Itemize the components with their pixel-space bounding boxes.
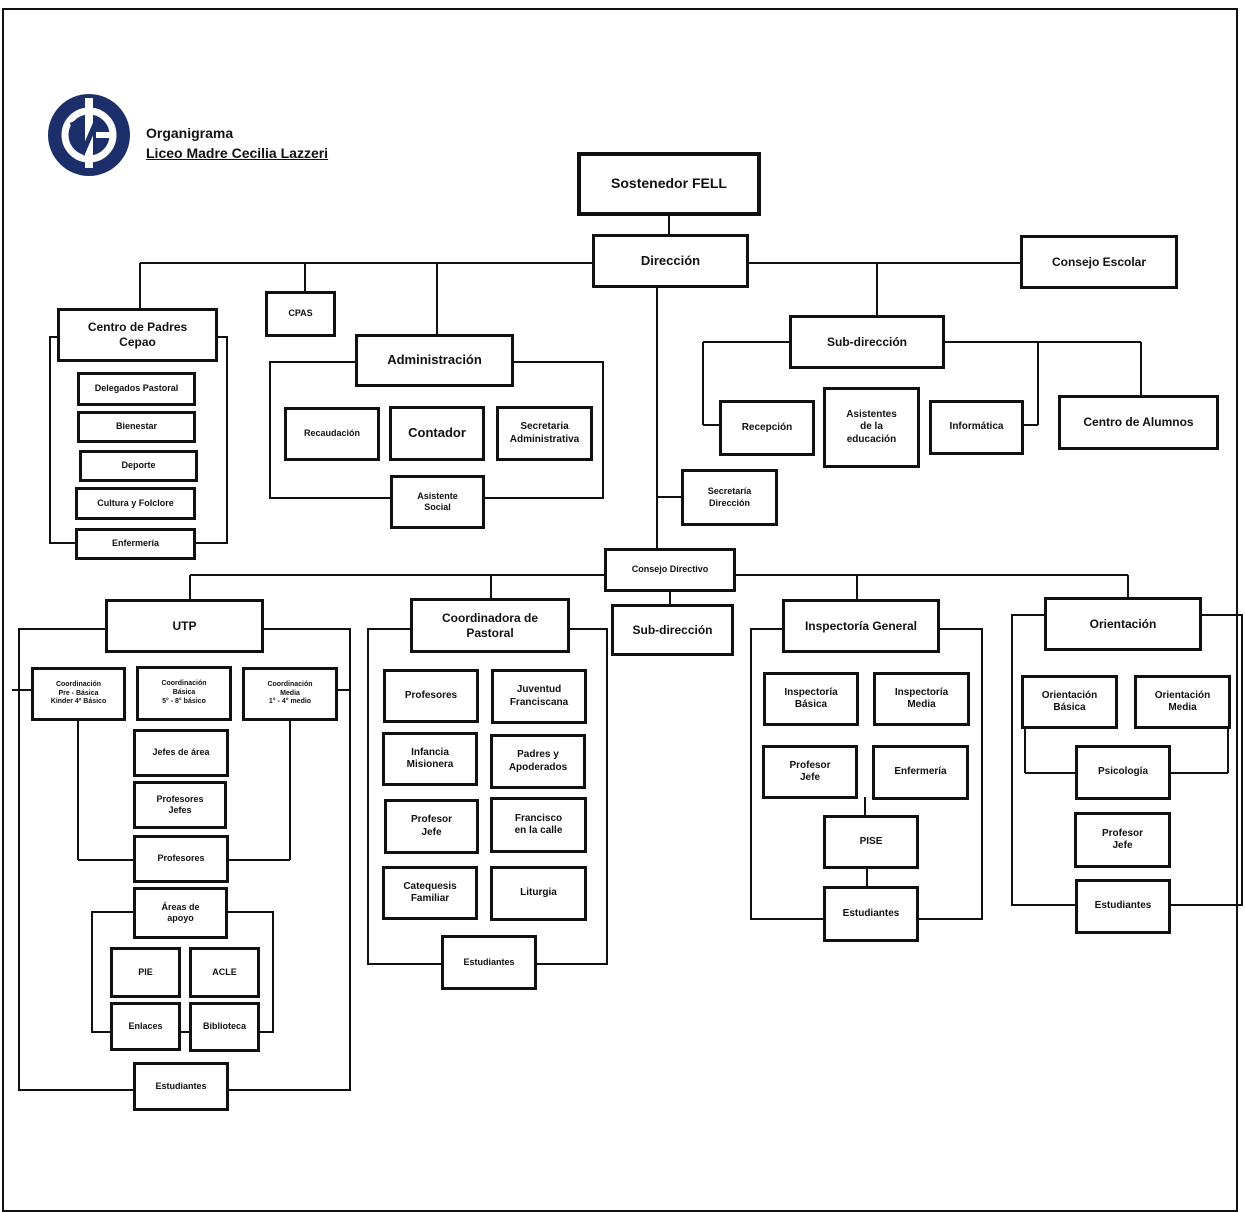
node-bienestar: Bienestar (77, 411, 196, 443)
node-enfermeria-insp: Enfermería (872, 745, 969, 800)
node-inspectoria-media: Inspectoría Media (873, 672, 970, 726)
node-inspectoria-basica: Inspectoría Básica (763, 672, 859, 726)
node-infancia-misionera: Infancia Misionera (382, 732, 478, 786)
node-consejo-directivo: Consejo Directivo (604, 548, 736, 592)
node-sostenedor: Sostenedor FELL (577, 152, 761, 216)
node-coord-basica: Coordinación Básica 5° - 8° básico (136, 666, 232, 721)
node-profesor-jefe-pastoral: Profesor Jefe (384, 799, 479, 854)
node-utp: UTP (105, 599, 264, 653)
node-areas-apoyo: Áreas de apoyo (133, 887, 228, 939)
node-centro-alumnos: Centro de Alumnos (1058, 395, 1219, 450)
node-administracion: Administración (355, 334, 514, 387)
node-francisco-calle: Francisco en la calle (490, 797, 587, 853)
node-pie: PIE (110, 947, 181, 998)
node-centro-padres: Centro de Padres Cepao (57, 308, 218, 362)
node-informatica: Informática (929, 400, 1024, 455)
node-coord-media: Coordinación Media 1° - 4° medio (242, 667, 338, 721)
node-orientacion: Orientación (1044, 597, 1202, 651)
node-contador: Contador (389, 406, 485, 461)
school-crest-icon (48, 94, 130, 176)
node-estudiantes-orient: Estudiantes (1075, 879, 1171, 934)
node-subdireccion-top: Sub-dirección (789, 315, 945, 369)
node-asistentes-educacion: Asistentes de la educación (823, 387, 920, 468)
node-recepcion: Recepción (719, 400, 815, 456)
node-delegados-pastoral: Delegados Pastoral (77, 372, 196, 406)
node-subdireccion-mid: Sub-dirección (611, 604, 734, 656)
chart-title: Organigrama (146, 125, 234, 141)
node-pise: PISE (823, 815, 919, 869)
node-profesores-pastoral: Profesores (383, 669, 479, 723)
node-recaudacion: Recaudación (284, 407, 380, 461)
node-orientacion-media: Orientación Media (1134, 675, 1231, 729)
node-estudiantes-insp: Estudiantes (823, 886, 919, 942)
node-cultura-folclore: Cultura y Folclore (75, 487, 196, 520)
node-secretaria-administrativa: Secretaria Administrativa (496, 406, 593, 461)
node-asistente-social: Asistente Social (390, 475, 485, 529)
node-direccion: Dirección (592, 234, 749, 288)
title-block: Organigrama Liceo Madre Cecilia Lazzeri (146, 124, 328, 163)
node-deporte: Deporte (79, 450, 198, 482)
node-psicologia: Psicología (1075, 745, 1171, 800)
node-profesores-utp: Profesores (133, 835, 229, 883)
node-inspectoria-general: Inspectoría General (782, 599, 940, 653)
node-catequesis-familiar: Catequesis Familiar (382, 866, 478, 920)
node-profesores-jefes: Profesores Jefes (133, 781, 227, 829)
node-acle: ACLE (189, 947, 260, 998)
node-coord-prebasica: Coordinación Pre - Básica Kinder 4º Bási… (31, 667, 126, 721)
node-padres-apoderados: Padres y Apoderados (490, 734, 586, 789)
node-orientacion-basica: Orientación Básica (1021, 675, 1118, 729)
node-liturgia: Liturgia (490, 866, 587, 921)
school-name: Liceo Madre Cecilia Lazzeri (146, 144, 329, 161)
node-estudiantes-pastoral: Estudiantes (441, 935, 537, 990)
node-juventud-franciscana: Juventud Franciscana (491, 669, 587, 724)
node-profesor-jefe-insp: Profesor Jefe (762, 745, 858, 799)
node-coord-pastoral: Coordinadora de Pastoral (410, 598, 570, 653)
node-enlaces: Enlaces (110, 1002, 181, 1051)
node-consejo-escolar: Consejo Escolar (1020, 235, 1178, 289)
node-secretaria-direccion: Secretaría Dirección (681, 469, 778, 526)
node-jefes-area: Jefes de área (133, 729, 229, 777)
node-cpas: CPAS (265, 291, 336, 337)
node-estudiantes-utp: Estudiantes (133, 1062, 229, 1111)
page-frame (2, 8, 1238, 1212)
node-biblioteca: Biblioteca (189, 1002, 260, 1052)
node-enfermeria-padres: Enfermería (75, 528, 196, 560)
node-profesor-jefe-orient: Profesor Jefe (1074, 812, 1171, 868)
